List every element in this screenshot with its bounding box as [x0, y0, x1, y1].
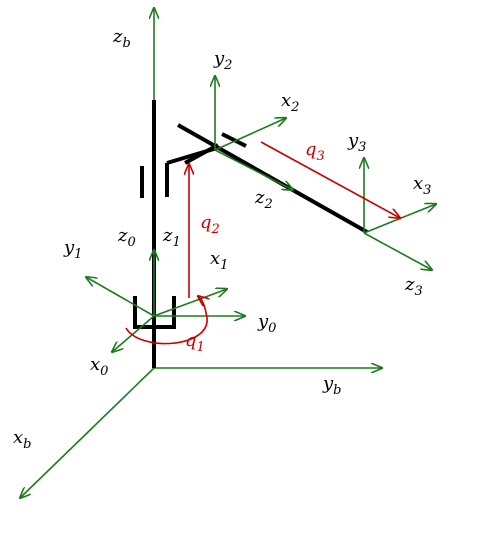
labels: zb y2 x2 q3 y3 x3 z2 q2 z0 z1 y1 x1 z3 y…	[13, 26, 431, 452]
prismatic-guide-b	[221, 132, 247, 148]
xb-axis	[20, 367, 155, 498]
x0-axis	[112, 315, 155, 352]
label-zb: zb	[112, 26, 131, 51]
label-xb: xb	[13, 427, 31, 452]
label-yb: yb	[322, 373, 342, 398]
arm-link	[177, 123, 368, 234]
label-y0: y0	[257, 311, 276, 336]
q1-arc	[125, 296, 207, 345]
label-q3: q3	[305, 139, 325, 164]
label-q1: q1	[185, 330, 205, 355]
label-y3: y3	[347, 130, 366, 155]
x1-axis	[153, 289, 227, 317]
label-q2: q2	[200, 212, 220, 237]
label-x3: x3	[413, 173, 431, 198]
frame-0-1	[86, 250, 245, 352]
label-z3: z3	[404, 274, 423, 299]
label-x2: x2	[281, 90, 299, 115]
frame-2	[215, 76, 293, 190]
label-y1: y1	[63, 237, 82, 262]
base-bracket	[133, 296, 176, 329]
label-x1: x1	[210, 248, 228, 273]
label-z2: z2	[254, 187, 273, 212]
z2-axis	[214, 149, 293, 190]
frame-3	[364, 158, 436, 270]
q3-arrow	[260, 141, 400, 218]
label-y2: y2	[213, 48, 232, 73]
prismatic-guide-a	[184, 143, 219, 165]
z3-axis	[363, 232, 432, 270]
x2-axis	[214, 118, 286, 151]
label-x0: x0	[90, 354, 108, 379]
label-z0: z0	[117, 225, 136, 250]
joint-variables	[125, 141, 400, 345]
robot-links	[133, 100, 368, 368]
x3-axis	[363, 204, 436, 234]
y1-axis	[86, 277, 155, 317]
label-z1: z1	[162, 225, 181, 250]
